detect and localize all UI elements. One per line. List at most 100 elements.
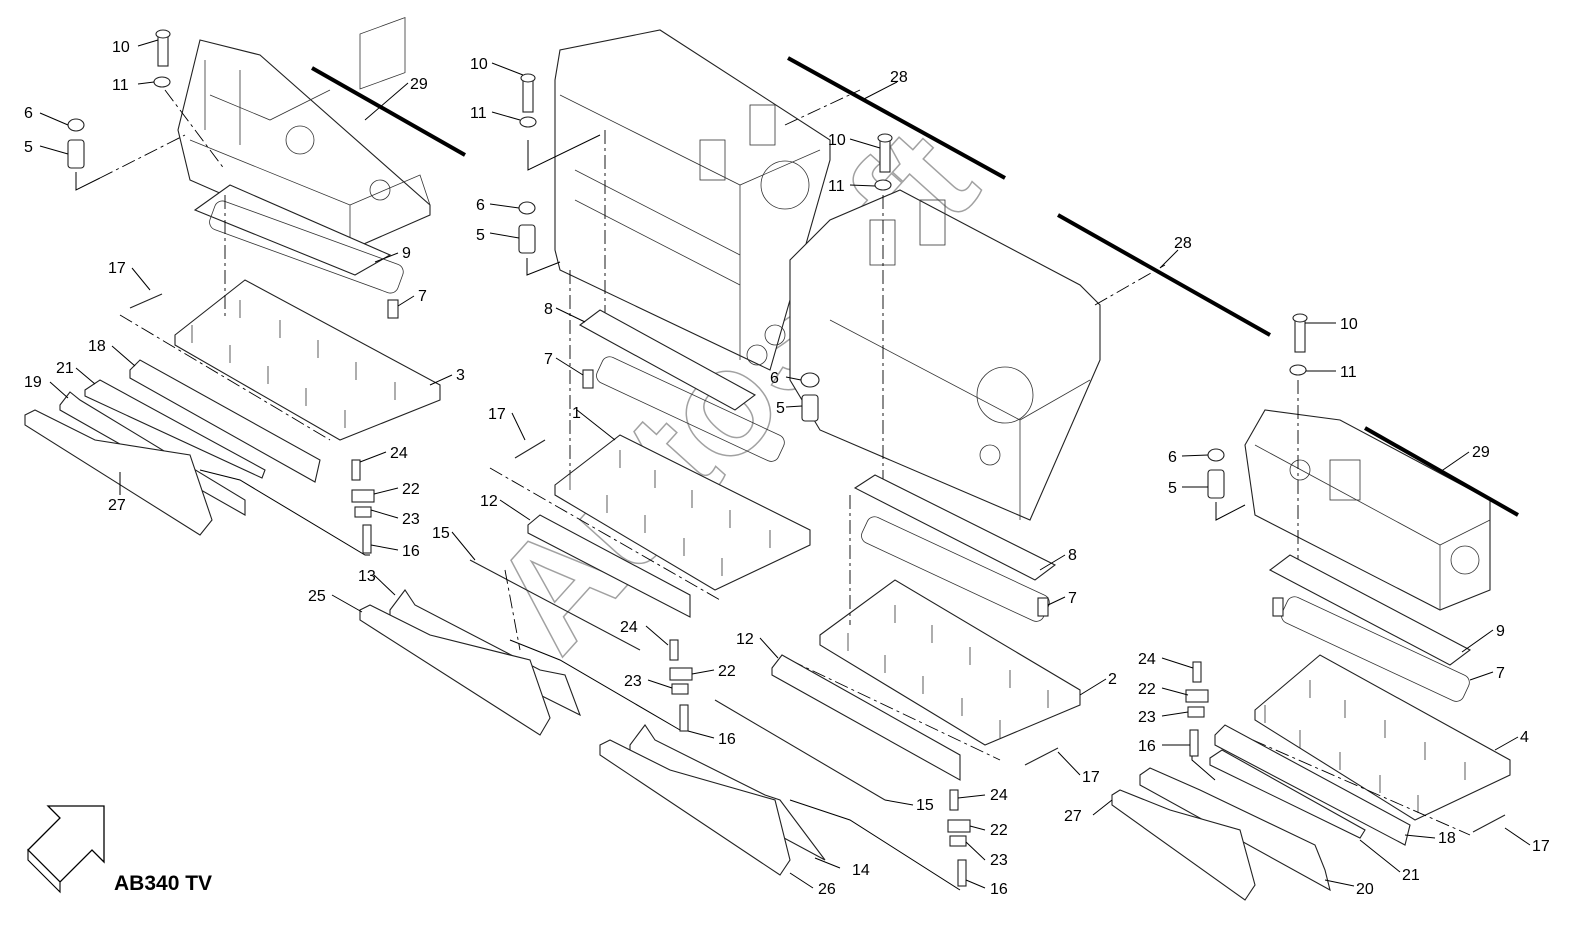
clip-22-center	[669, 667, 693, 681]
center-frame	[554, 29, 831, 371]
model-label: AB340 TV	[114, 872, 213, 895]
plate-8-center	[578, 309, 757, 411]
spacer-5-center	[518, 224, 536, 254]
bolt-24-center	[669, 639, 679, 661]
callout: 24	[620, 619, 638, 636]
callout: 22	[718, 663, 736, 680]
tray-1	[554, 270, 811, 591]
plate-27-right	[1111, 789, 1256, 901]
pin-16-left	[362, 524, 372, 554]
plate-9-right	[1268, 554, 1472, 666]
seal-7-left	[209, 200, 404, 294]
callout: 7	[418, 288, 427, 305]
rail-21-left	[84, 379, 266, 479]
callout: 16	[990, 881, 1008, 898]
callout: 25	[308, 588, 326, 605]
fitting-7-left	[387, 299, 399, 319]
callout: 26	[818, 881, 836, 898]
callout: 11	[1340, 364, 1357, 381]
callout: 11	[828, 178, 845, 195]
bolt-17-right	[1472, 814, 1506, 833]
callout: 5	[1168, 480, 1177, 497]
clip-23-left	[354, 506, 372, 518]
spacer-5-mid	[801, 394, 819, 422]
callout: 6	[24, 105, 33, 122]
callout: 7	[1496, 665, 1505, 682]
nut-6-right	[1207, 448, 1225, 462]
clip-22-lower	[947, 819, 971, 833]
callout: 20	[1356, 881, 1374, 898]
clip-23-right	[1187, 706, 1205, 718]
bolt-10-left	[153, 29, 171, 88]
spacer-5-left	[67, 139, 85, 169]
callout: 12	[736, 631, 754, 648]
tray-2	[819, 495, 1081, 746]
right-frame	[1244, 409, 1491, 611]
callout: 10	[828, 132, 846, 149]
nut-6-mid	[800, 372, 820, 388]
bolt-24-left	[351, 459, 361, 481]
pin-16-center	[679, 704, 689, 732]
washer-11-left	[153, 76, 171, 88]
callout: 9	[1496, 623, 1505, 640]
clip-23-lower	[949, 835, 967, 847]
callout: 29	[1472, 444, 1490, 461]
callout: 23	[990, 852, 1008, 869]
bolt-24-right	[1192, 661, 1202, 683]
callout: 16	[402, 543, 420, 560]
callout: 8	[1068, 547, 1077, 564]
callout: 5	[24, 139, 33, 156]
center-right-frame	[789, 189, 1101, 521]
pin-16-right	[1189, 729, 1199, 757]
callout: 10	[1340, 316, 1358, 333]
callout: 15	[916, 797, 934, 814]
washer-11-center	[519, 116, 537, 128]
callout: 10	[112, 39, 130, 56]
tray-4	[1254, 654, 1511, 821]
bolt-24-lower	[949, 789, 959, 811]
callout: 17	[488, 406, 506, 423]
callout: 17	[1532, 838, 1550, 855]
callout: 1	[572, 405, 581, 422]
bolt-17-mid	[1024, 747, 1059, 766]
callout: 24	[390, 445, 408, 462]
callout: 13	[358, 568, 376, 585]
callout: 23	[402, 511, 420, 528]
rod-28-top	[787, 56, 1006, 180]
rail-21-right	[1209, 749, 1366, 839]
callout: 16	[718, 731, 736, 748]
rod-29-left	[311, 66, 466, 157]
nut-6-center	[518, 201, 536, 215]
callout: 6	[1168, 449, 1177, 466]
direction-arrow-icon	[27, 805, 105, 894]
callout: 2	[1108, 671, 1117, 688]
bolt-10-center	[522, 79, 534, 113]
callout: 22	[990, 822, 1008, 839]
spacer-5-right	[1207, 469, 1225, 499]
callout: 4	[1520, 729, 1529, 746]
pin-16-lower	[957, 859, 967, 887]
callout: 23	[624, 673, 642, 690]
rail-12-center	[527, 514, 691, 618]
rod-28-right	[1057, 213, 1271, 337]
callout: 7	[544, 351, 553, 368]
callout: 9	[402, 245, 411, 262]
seal-7-right	[1281, 596, 1470, 702]
rail-15-center	[469, 559, 641, 651]
plate-9-left	[193, 184, 392, 276]
fitting-7-right	[1272, 597, 1284, 617]
fitting-7-center	[582, 369, 594, 389]
callout: 14	[852, 862, 870, 879]
plate-8-mid	[853, 474, 1057, 581]
callout: 15	[432, 525, 450, 542]
callout: 10	[470, 56, 488, 73]
callout: 6	[770, 370, 779, 387]
clip-23-center	[671, 683, 689, 695]
callout: 8	[544, 301, 553, 318]
callout-labels: 10 11 6 5 29 9 7 17 3 18 21 19 24 22 23 …	[24, 39, 1550, 898]
plate-27-left	[24, 409, 213, 536]
clip-22-right	[1185, 689, 1209, 703]
fitting-7-mid	[1037, 597, 1049, 617]
callout: 5	[476, 227, 485, 244]
